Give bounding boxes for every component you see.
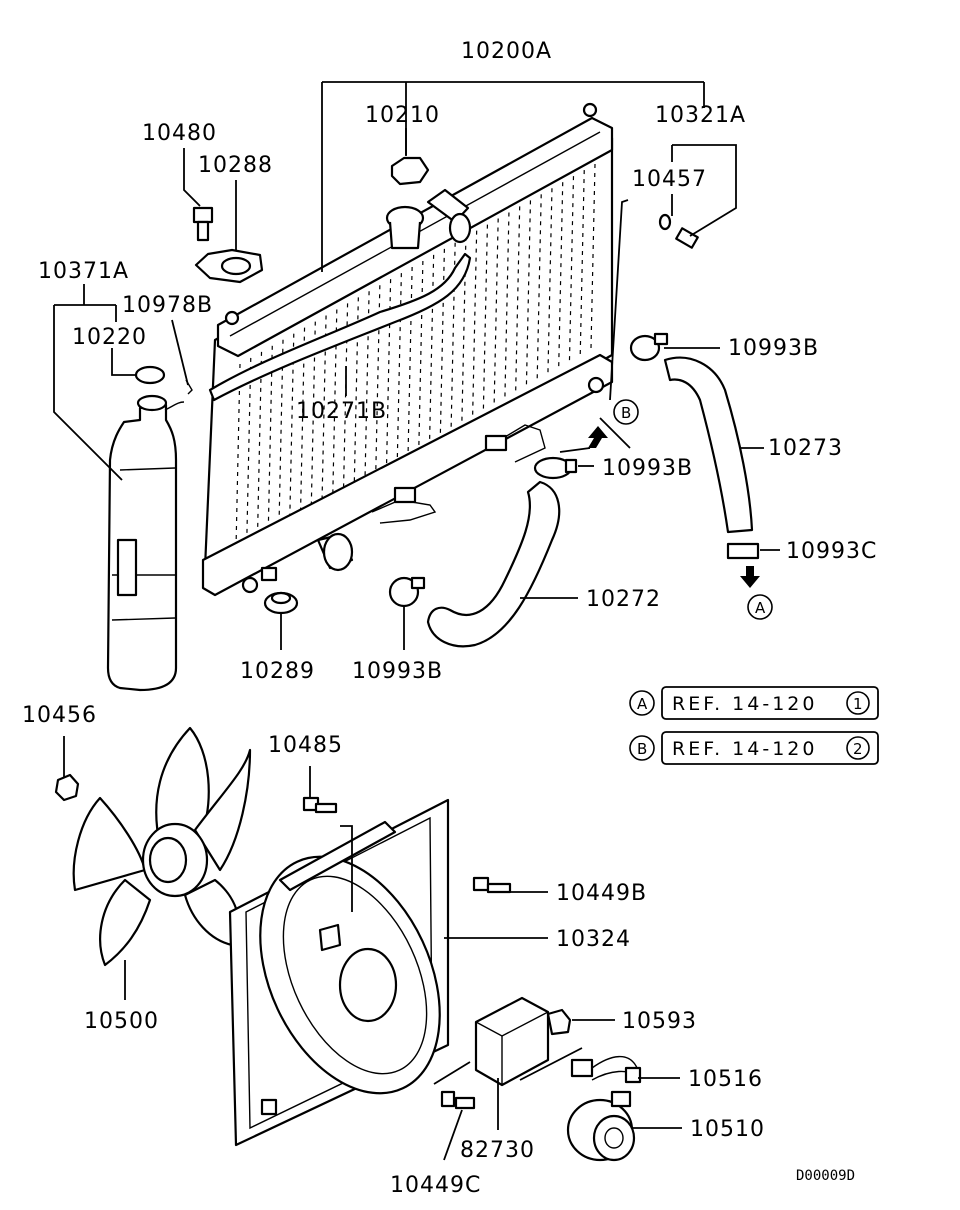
fan-10500 xyxy=(72,726,252,967)
motor-10510 xyxy=(566,1090,636,1162)
radiator-cap xyxy=(390,156,430,186)
label-10210: 10210 xyxy=(365,103,440,128)
nut-10456 xyxy=(54,773,80,802)
reference-b-marker: B xyxy=(637,740,647,758)
label-10200A: 10200A xyxy=(461,39,552,64)
label-10271B: 10271B xyxy=(296,399,387,424)
label-10449C: 10449C xyxy=(390,1173,481,1198)
clamp-10993B-bot xyxy=(388,576,426,608)
label-10993B-mid: 10993B xyxy=(602,456,693,481)
label-10500: 10500 xyxy=(84,1009,159,1034)
reference-b: B REF. 14-120 2 xyxy=(629,731,879,765)
label-10978B: 10978B xyxy=(122,293,213,318)
clamp-10993C xyxy=(726,542,760,560)
reference-b-number: 2 xyxy=(853,740,863,758)
label-10289: 10289 xyxy=(240,659,315,684)
connector-10593 xyxy=(546,1008,572,1036)
label-10272: 10272 xyxy=(586,587,661,612)
callout-b-letter: B xyxy=(621,404,631,422)
label-10321A: 10321A xyxy=(655,103,746,128)
bolt-10480 xyxy=(192,206,214,242)
label-10288: 10288 xyxy=(198,153,273,178)
drain-plug-10321A xyxy=(675,227,699,249)
label-10449B: 10449B xyxy=(556,881,647,906)
bolt-10485 xyxy=(302,796,338,814)
hose-10272 xyxy=(426,480,561,648)
label-10324: 10324 xyxy=(556,927,631,952)
label-10516: 10516 xyxy=(688,1067,763,1092)
diagram-code: D00009D xyxy=(796,1168,855,1184)
label-10485: 10485 xyxy=(268,733,343,758)
label-10993B-top: 10993B xyxy=(728,336,819,361)
clamp-10993B-top xyxy=(629,332,669,362)
label-10480: 10480 xyxy=(142,121,217,146)
label-82730: 82730 xyxy=(460,1138,535,1163)
label-10220: 10220 xyxy=(72,325,147,350)
reference-b-text: REF. 14-120 xyxy=(672,738,817,760)
drain-plug-cap xyxy=(194,248,264,284)
label-10456: 10456 xyxy=(22,703,97,728)
reference-a-text: REF. 14-120 xyxy=(672,693,817,715)
label-10510: 10510 xyxy=(690,1117,765,1142)
bolt-10449B xyxy=(472,876,512,894)
label-10993C: 10993C xyxy=(786,539,877,564)
reference-a-marker: A xyxy=(637,695,648,713)
washer-10457 xyxy=(658,213,672,231)
reference-a-number: 1 xyxy=(853,695,863,713)
bolt-10449C xyxy=(440,1090,476,1110)
label-10371A: 10371A xyxy=(38,259,129,284)
label-10273: 10273 xyxy=(768,436,843,461)
arrow-to-b xyxy=(588,426,608,448)
reference-a: A REF. 14-120 1 xyxy=(629,686,879,720)
module-82730 xyxy=(474,996,550,1087)
leader-lines xyxy=(53,81,780,1161)
label-10457: 10457 xyxy=(632,167,707,192)
callout-a: A xyxy=(747,594,773,620)
label-10993B-bot: 10993B xyxy=(352,659,443,684)
grommet-10289 xyxy=(263,591,299,615)
fan-shroud-10324 xyxy=(228,798,450,1147)
reservoir-tank xyxy=(106,365,185,692)
label-10593: 10593 xyxy=(622,1009,697,1034)
clamp-10993B-mid xyxy=(533,456,578,480)
callout-b: B xyxy=(613,399,639,425)
arrow-to-a xyxy=(740,566,760,588)
harness-10516 xyxy=(570,1055,642,1084)
hose-10273 xyxy=(663,356,754,534)
part-labels: 10200A 10210 10321A 10457 10480 10288 10… xyxy=(22,39,877,1198)
overflow-hose-10271B xyxy=(208,252,472,402)
radiator xyxy=(201,102,614,597)
callout-a-letter: A xyxy=(755,599,766,617)
